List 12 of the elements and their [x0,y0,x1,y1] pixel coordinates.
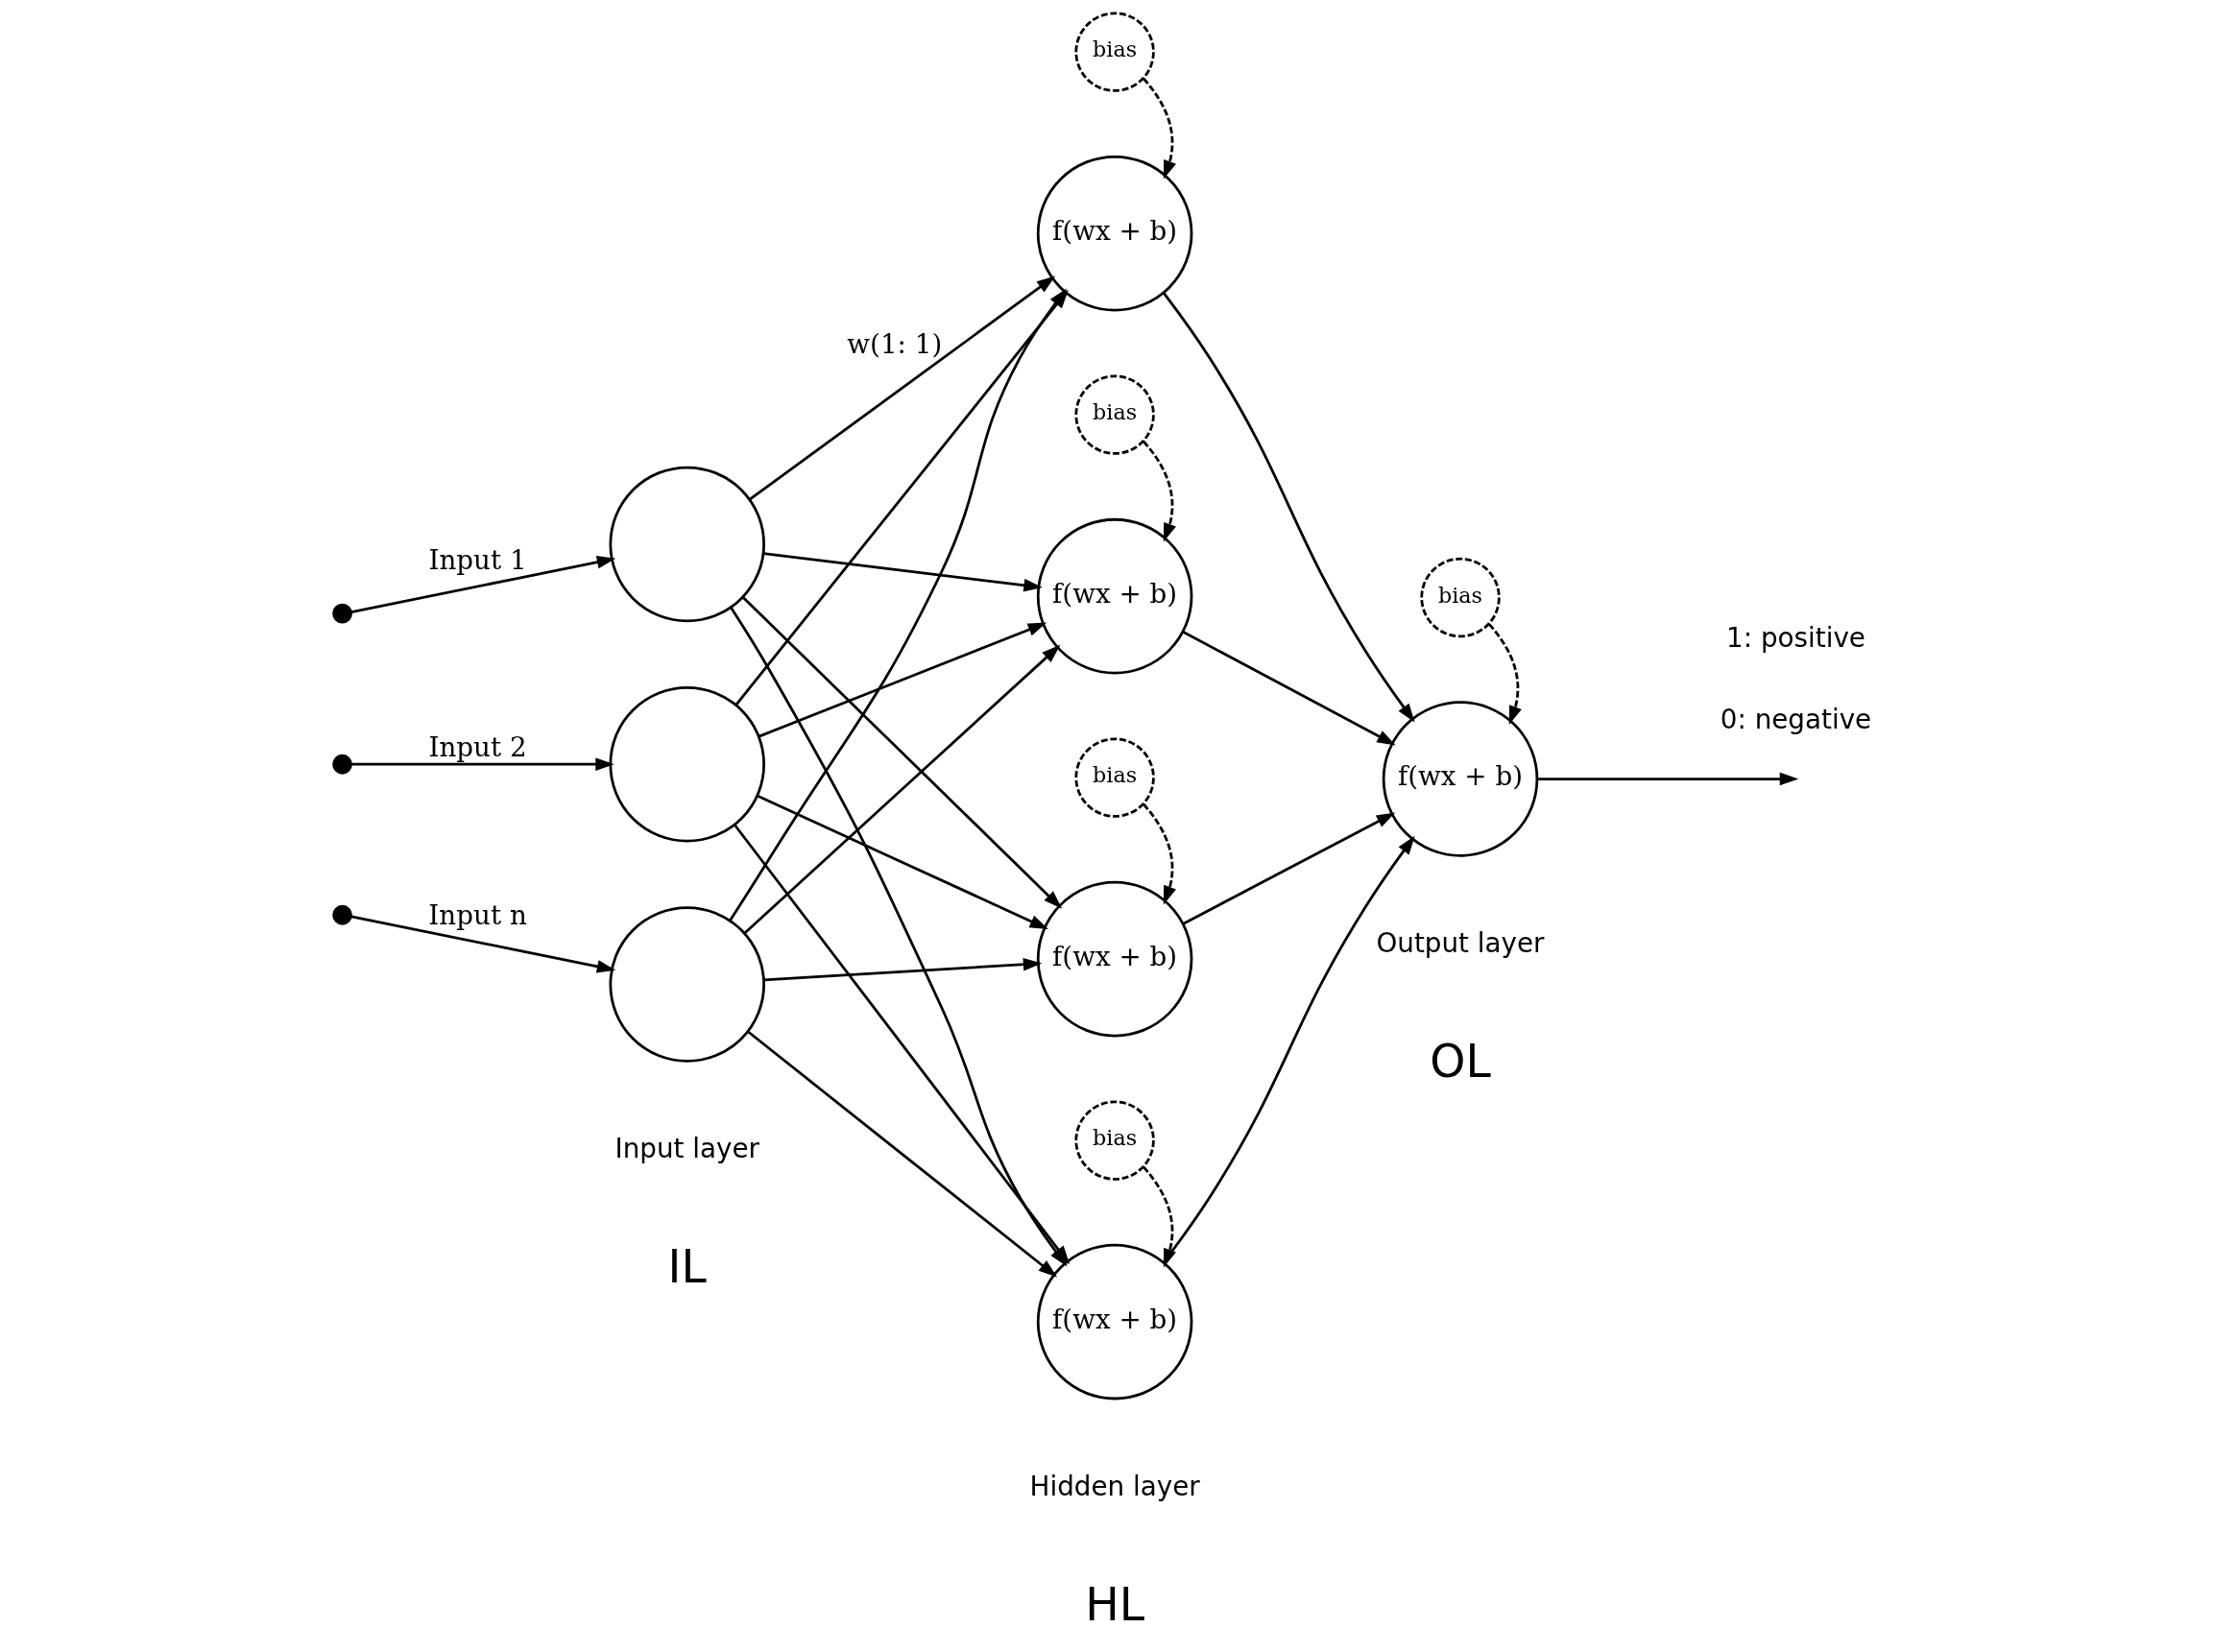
label: 0: negative [1720,703,1871,735]
edge-label: Input 2 [427,730,527,763]
label: Hidden layer [1029,1470,1200,1502]
label: OL [1429,1035,1491,1089]
edge-label: w(1: 1) [846,328,942,361]
label: Output layer [1376,927,1545,960]
label: IL [667,1240,707,1294]
edge-label: Input n [427,898,527,931]
label: Input layer [614,1133,759,1165]
label: HL [1084,1577,1144,1631]
edge-label: Input 1 [427,544,527,577]
label: 1: positive [1725,621,1865,654]
